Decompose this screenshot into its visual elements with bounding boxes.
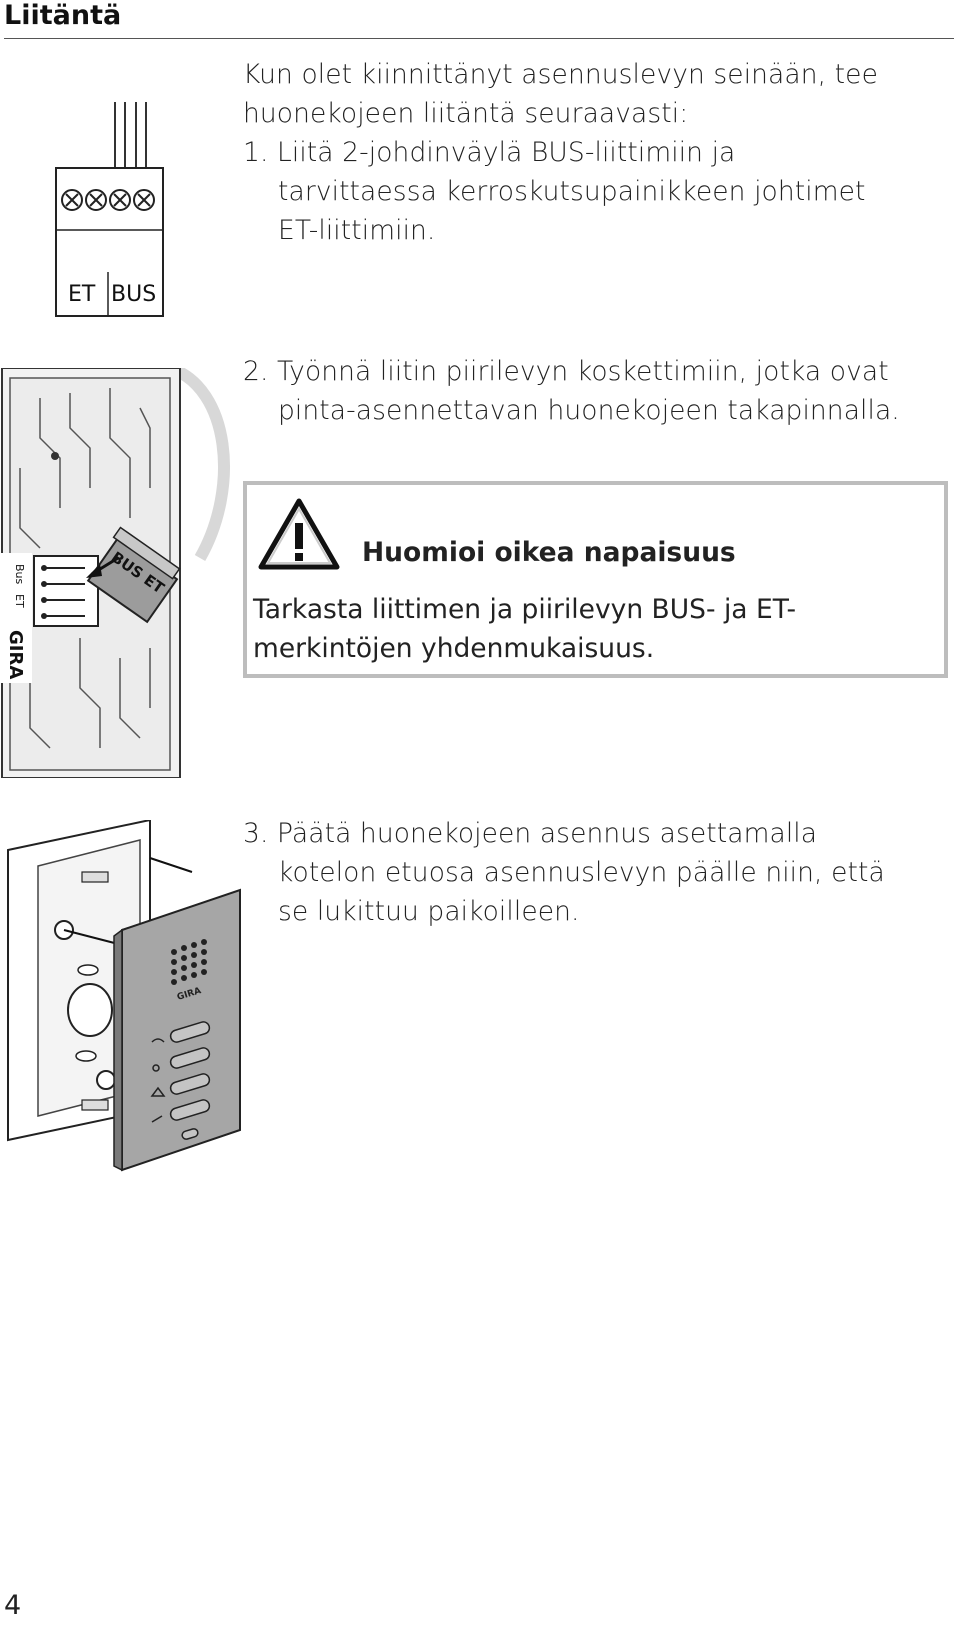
warning-box: Huomioi oikea napaisuus Tarkasta liittim… [243,481,948,678]
terminal-block-figure: ET BUS [55,102,164,317]
terminal-label-et: ET [68,282,96,307]
step3-line-3: se lukittuu paikoilleen. [278,896,580,927]
warning-title: Huomioi oikea napaisuus [362,537,736,568]
title-divider [4,38,954,39]
step2-line-2: pinta-asennettavan huonekojeen takapinna… [278,395,900,426]
step1-line-2: tarvittaessa kerroskutsupainikkeen johti… [278,176,866,207]
step3-text: 3. Päätä huonekojeen asennus asettamalla… [243,814,885,931]
intro-text: Kun olet kiinnittänyt asennuslevyn seinä… [243,55,878,250]
step1-line-1: 1. Liitä 2-johdinväylä BUS-liittimiin ja [243,137,736,168]
step1-line-3: ET-liittimiin. [278,215,436,246]
circuit-board-figure: Bus ET GIRA BUS ET [0,368,230,778]
board-side-et: ET [13,594,26,608]
intro-line-2: huonekojeen liitäntä seuraavasti: [243,98,689,129]
light-icon [150,1086,166,1097]
intro-line-1: Kun olet kiinnittänyt asennuslevyn seinä… [243,59,878,90]
key-icon [152,1064,160,1072]
board-side-bus: Bus [13,564,26,585]
page-number: 4 [4,1590,22,1621]
board-brand: GIRA [5,630,26,679]
warning-line-2: merkintöjen yhdenmukaisuus. [253,633,655,664]
device-mounting-figure: GIRA [7,820,241,1172]
step2-text: 2. Työnnä liitin piirilevyn koskettimiin… [243,352,900,430]
step2-line-1: 2. Työnnä liitin piirilevyn koskettimiin… [243,356,889,387]
step3-line-1: 3. Päätä huonekojeen asennus asettamalla [243,818,818,849]
warning-text: Tarkasta liittimen ja piirilevyn BUS- ja… [253,590,796,668]
page-title: Liitäntä [4,0,122,31]
terminal-label-bus: BUS [111,282,156,307]
mute-icon [151,1115,163,1123]
warning-line-1: Tarkasta liittimen ja piirilevyn BUS- ja… [253,594,797,625]
handset-icon [151,1038,165,1043]
step3-line-2: kotelon etuosa asennuslevyn päälle niin,… [278,857,885,888]
speaker-grille [171,939,207,985]
warning-triangle-icon [258,498,340,570]
